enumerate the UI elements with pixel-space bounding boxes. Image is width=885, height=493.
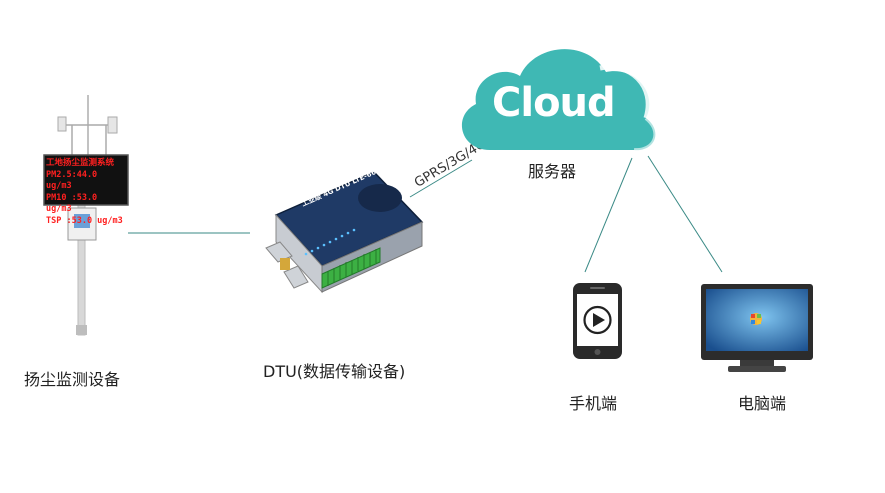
dtu-device — [265, 171, 424, 294]
link-dtu-cloud — [409, 159, 473, 198]
led-title: 工地扬尘监测系统 — [46, 158, 115, 168]
cloud-icon — [461, 49, 658, 153]
label-pc: 电脑端 — [738, 394, 787, 413]
label-phone: 手机端 — [569, 394, 618, 413]
dust-monitor-device — [43, 95, 129, 336]
led-line-pm25: PM2.5:44.0 ug/m3 — [46, 169, 98, 192]
led-display: 工地扬尘监测系统 PM2.5:44.0 ug/m3 PM10 :53.0 ug/… — [46, 158, 126, 227]
led-line-tsp: TSP :53.0 ug/m3 — [46, 215, 123, 226]
link-cloud-pc — [647, 155, 723, 273]
label-server: 服务器 — [528, 162, 577, 181]
led-line-pm10: PM10 :53.0 ug/m3 — [46, 192, 98, 215]
label-dust-monitor: 扬尘监测设备 — [24, 370, 121, 389]
cloud-word: Cloud — [492, 80, 616, 126]
phone-icon — [573, 283, 622, 359]
link-cloud-phone — [584, 157, 633, 273]
pc-monitor-icon — [701, 284, 813, 372]
label-dtu: DTU(数据传输设备) — [263, 362, 406, 381]
